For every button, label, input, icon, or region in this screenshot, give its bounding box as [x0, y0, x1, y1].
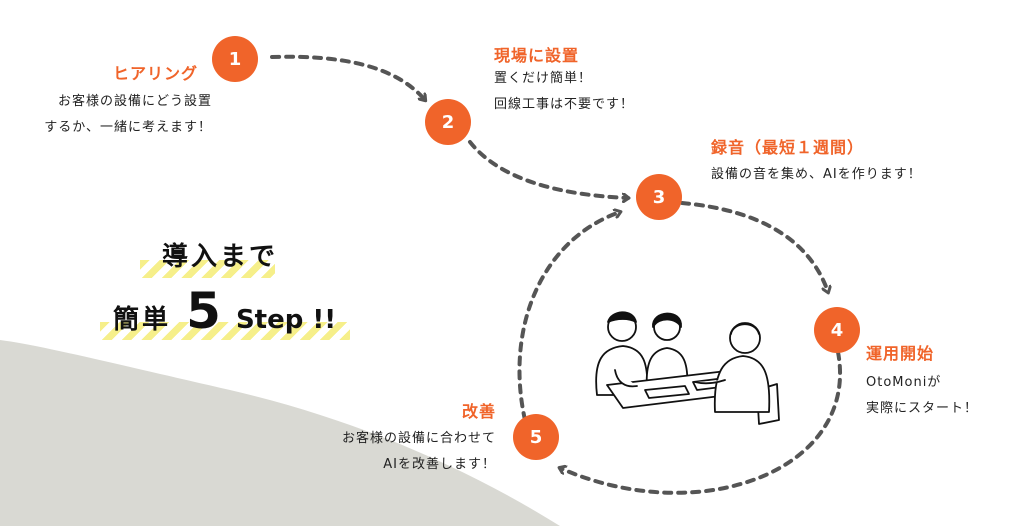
headline-number: 5 [186, 282, 221, 340]
arrow-5-to-3 [517, 212, 620, 422]
step-5-number: 5 [513, 414, 559, 460]
step-3-title: 録音（最短１週間） [711, 138, 865, 157]
step-2-description: 置くだけ簡単！ 回線工事は不要です！ [494, 66, 634, 118]
step-5-description: お客様の設備に合わせて AIを改善します！ [342, 426, 496, 478]
step-3-number: 3 [636, 174, 682, 220]
step-4-title: 運用開始 [866, 344, 935, 363]
headline-stripe-1 [140, 260, 275, 278]
step-1-description: お客様の設備にどう設置 するか、一緒に考えます！ [44, 89, 212, 141]
arrow-2-to-3 [468, 140, 628, 198]
step-1-line-2: するか、一緒に考えます！ [44, 120, 212, 135]
arrow-1-to-2 [270, 54, 425, 100]
headline-line2: 簡単 5 Step !! [113, 282, 336, 340]
step-4-number: 4 [814, 307, 860, 353]
step-2-line-2: 回線工事は不要です！ [494, 97, 635, 112]
step-1-title: ヒアリング [112, 64, 198, 83]
step-1-number: 1 [212, 36, 258, 82]
step-3-description: 設備の音を集め、AIを作ります！ [711, 162, 922, 188]
step-5-line-2: AIを改善します！ [383, 457, 496, 472]
arrow-3-to-4 [680, 201, 828, 292]
step-3-line-1: 設備の音を集め、AIを作ります！ [711, 167, 922, 182]
headline-line1: 導入まで [162, 242, 279, 272]
step-1-line-1: お客様の設備にどう設置 [57, 94, 212, 109]
step-2-line-1: 置くだけ簡単！ [494, 71, 593, 86]
step-5-title: 改善 [461, 402, 496, 421]
headline-suffix: Step !! [235, 305, 337, 335]
step-4-line-1: OtoMoniが [866, 375, 942, 390]
step-4-line-2: 実際にスタート！ [866, 401, 979, 416]
step-2-title: 現場に設置 [494, 46, 580, 65]
arrow-4-to-5 [560, 350, 842, 495]
headline-stripe-2 [100, 322, 350, 340]
step-2-number: 2 [425, 99, 471, 145]
people-meeting-illustration [595, 311, 780, 425]
headline-prefix: 簡単 [113, 305, 172, 335]
step-5-line-1: お客様の設備に合わせて [341, 431, 496, 446]
step-4-description: OtoMoniが 実際にスタート！ [866, 370, 978, 422]
